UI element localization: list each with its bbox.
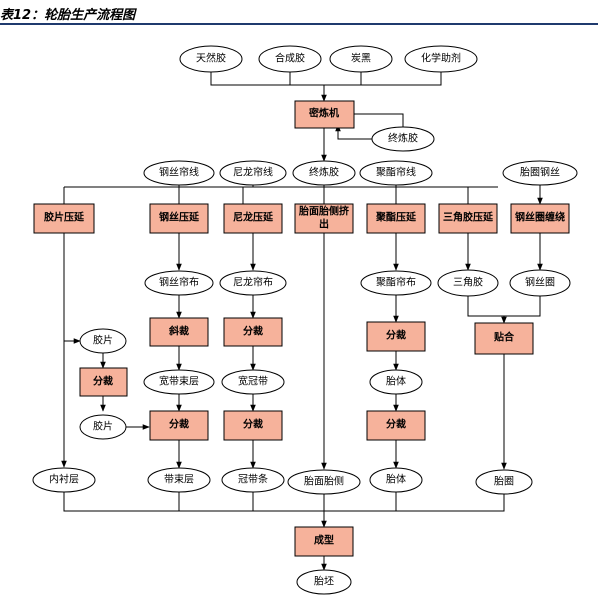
label-gangsiquanchanrao: 钢丝圈缠绕: [515, 211, 565, 224]
node-juzhilianxian: [359, 160, 433, 186]
proc-chengxing: [294, 526, 354, 557]
node-hechengjiao: [258, 45, 322, 73]
node-daishuceng: [147, 467, 211, 493]
node-huaxuezhuji: [404, 45, 478, 73]
label-gangsilianxian: 钢丝帘线: [159, 166, 199, 179]
label-taiquan: 胎圈: [494, 475, 514, 488]
label-taipi: 胎坯: [314, 575, 334, 588]
proc-nilongyayan: [223, 203, 283, 234]
node-taiquan: [475, 469, 533, 495]
label-jiaopianyayan: 胶片压延: [44, 211, 85, 224]
label-tiehe: 贴合: [493, 331, 515, 344]
proc-gangsiquanchanrao: [510, 203, 570, 234]
label-nilonglianxian: 尼龙帘线: [233, 166, 273, 179]
label-gangsiyayan: 钢丝压延: [159, 211, 200, 224]
node-nilonglianbu: [219, 270, 287, 296]
node-guandaitiao: [221, 467, 285, 493]
label-taimiantaice: 胎面胎侧: [304, 475, 344, 488]
node-tanhei: [329, 45, 393, 73]
proc-taimiantaice: [294, 203, 354, 234]
proc-fencai-jiaopian: [79, 367, 128, 397]
label-taiquangangsi: 胎圈钢丝: [520, 166, 560, 179]
proc-gangsiyayan: [149, 203, 209, 234]
figure-title: 表12：轮胎生产流程图: [0, 8, 136, 23]
label-juzhilianxian: 聚酯帘线: [376, 166, 416, 179]
label-huaxuezhuji: 化学助剂: [421, 52, 461, 65]
label-zhonglianjiao-loop: 终炼胶: [388, 132, 418, 145]
label-sanjiaojiao: 三角胶: [453, 276, 483, 289]
label-fencai-juzhi2: 分裁: [386, 418, 406, 431]
proc-tiehe: [474, 322, 534, 355]
label-hechengjiao: 合成胶: [275, 52, 305, 65]
label-tianranjiao: 天然胶: [196, 52, 226, 65]
label-kuandaishuceng: 宽带束层: [159, 375, 199, 388]
label-taiti1: 胎体: [386, 375, 406, 388]
proc-fencai-juzhi: [366, 321, 426, 352]
label-guandaitiao: 冠带条: [238, 473, 268, 486]
node-gangsilianxian: [143, 160, 215, 186]
proc-sanjiaojiaoyayan: [438, 203, 498, 234]
label-fencai-juzhi: 分裁: [386, 329, 406, 342]
label-sanjiaojiaoyayan: 三角胶压延: [443, 211, 494, 224]
label-fencai-jiaopian: 分裁: [93, 375, 113, 388]
label-nilonglianbu: 尼龙帘布: [233, 276, 273, 289]
label-nilongyayan: 尼龙压延: [233, 211, 274, 224]
label-fencai-nilong: 分裁: [243, 325, 263, 338]
proc-fencai-nilong: [223, 317, 283, 347]
node-jiaopian2: [79, 414, 127, 440]
node-nilonglianxian: [219, 160, 287, 186]
node-zhonglianjiao-loop: [371, 126, 435, 152]
label-taiti2: 胎体: [386, 473, 406, 486]
node-taiti2: [369, 467, 423, 493]
proc-milianji: [294, 100, 355, 129]
node-sanjiaojiao: [437, 269, 499, 297]
labels: 天然胶 合成胶 炭黑 化学助剂 密炼机 终炼胶 钢丝帘线 尼龙帘线 终炼胶 聚酯…: [44, 52, 565, 588]
node-taimiantaice: [287, 469, 361, 495]
proc-xiecai: [149, 317, 209, 347]
label-jiaopian1: 胶片: [93, 334, 113, 347]
proc-fencai-nilong2: [223, 410, 283, 441]
node-taipi: [296, 569, 352, 595]
connectors: [61, 71, 543, 571]
node-taiti1: [369, 369, 423, 395]
node-taiquangangsi: [502, 160, 578, 186]
node-gangsilianbu: [144, 270, 214, 296]
label-tanhei: 炭黑: [351, 53, 371, 65]
label-gangsiquan: 钢丝圈: [525, 276, 555, 289]
proc-juzhiyayan: [366, 203, 426, 234]
label-juzhilianbu: 聚酯帘布: [376, 276, 416, 289]
node-tianranjiao: [179, 45, 243, 73]
ellipse-nodes: [32, 45, 578, 595]
label-jiaopian2: 胶片: [93, 420, 113, 433]
label-juzhiyayan: 聚酯压延: [375, 211, 417, 224]
proc-fencai-gangsi2: [149, 410, 209, 441]
node-jiaopian1: [79, 328, 127, 354]
label-taimiantaice-ji: 胎面胎侧挤: [298, 205, 350, 218]
label-taimiantaice-ji2: 出: [319, 218, 329, 231]
title-rule: [0, 23, 598, 25]
label-zhonglianjiao: 终炼胶: [309, 166, 339, 179]
label-kuanguandai: 宽冠带: [238, 375, 268, 388]
node-juzhilianbu: [360, 270, 432, 296]
node-kuandaishuceng: [143, 369, 215, 395]
node-zhonglianjiao: [292, 160, 356, 186]
proc-jiaopianyayan: [33, 203, 95, 234]
process-nodes: [33, 100, 570, 557]
label-fencai-nilong2: 分裁: [243, 418, 263, 431]
proc-fencai-juzhi2: [366, 410, 426, 441]
label-neichenceng: 内衬层: [49, 473, 79, 486]
label-fencai-gangsi2: 分裁: [169, 418, 189, 431]
label-xiecai: 斜裁: [168, 325, 189, 338]
label-gangsilianbu: 钢丝帘布: [159, 276, 199, 289]
label-chengxing: 成型: [314, 534, 334, 547]
node-neichenceng: [32, 467, 96, 493]
label-milianji: 密炼机: [309, 107, 339, 120]
node-kuanguandai: [221, 369, 285, 395]
label-daishuceng: 带束层: [164, 474, 194, 486]
node-gangsiquan: [509, 269, 571, 297]
